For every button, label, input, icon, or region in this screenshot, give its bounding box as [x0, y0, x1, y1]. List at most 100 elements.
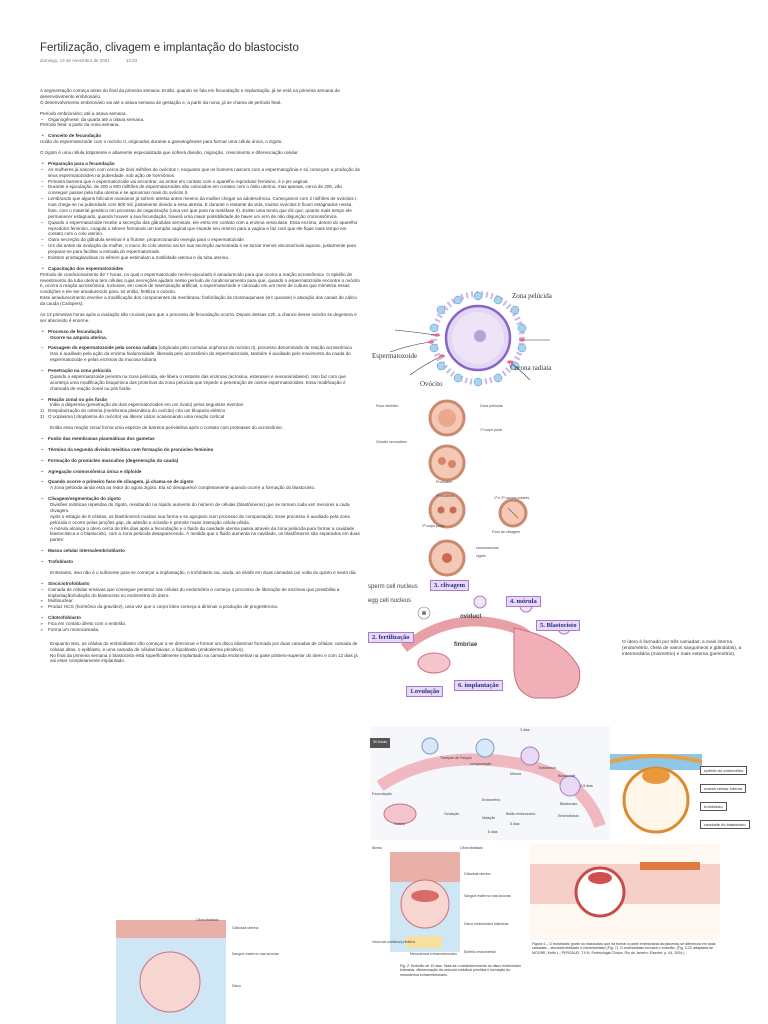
main-text-column: A segmentação começa antes do final da p… — [40, 88, 362, 664]
prep-item: Primeira barreira que o espermatozoide v… — [40, 179, 362, 185]
tag-ovulacao: 1.ovulação — [406, 686, 444, 697]
inner-cell-mass-heading: Massa celular interna/embrioblasto — [40, 548, 362, 554]
blastocyst-illustration — [610, 754, 702, 834]
embryo-10-days-illustration — [390, 852, 460, 952]
label-mesoderma: Mesoderma extraembrionário — [410, 952, 457, 956]
label-oviduct: oviduct — [460, 614, 482, 620]
syncytio-heading: Sinciciotrofoblasto — [40, 581, 362, 587]
label-corona-radiata: Corona radiata — [510, 364, 552, 372]
label-embrioblasto: Embrioblasto — [558, 814, 579, 818]
step-item: Formação do pronúcleo masculino (degener… — [40, 458, 362, 464]
fig-blastocyst-section — [610, 740, 702, 836]
final-text-1: Enquanto isso, as células do embrioblast… — [50, 640, 358, 652]
period-organogenesis: Organogênese: da quarta até a oitava sem… — [40, 117, 362, 123]
time-text: 13:23 — [125, 58, 138, 63]
capacitation-text-3: As 12 primeiras horas após a ovulação sã… — [40, 311, 357, 323]
final-text-2: No final da primeira semana o blastocist… — [50, 652, 358, 664]
label-ovocito-secundario: Ovócito secundário — [376, 440, 407, 444]
label-ovario: Ovário — [394, 822, 405, 826]
process-subheading: Ocorre na ampola uterina. — [50, 334, 107, 340]
prep-item: Um dia antes da ovulação da mulher, o mu… — [40, 243, 362, 255]
label-morula: Mórula — [510, 772, 521, 776]
penetration-text: Quando o espermatozoide penetra na zona … — [50, 373, 346, 391]
tag-morula: 4. mórula — [506, 596, 541, 607]
step-item: Término da segunda divisão meiótica com … — [40, 447, 362, 453]
zonal-text: Inibe a dispermia (penetração de dois es… — [50, 402, 245, 408]
cyto-item: Forma um monocamada. — [40, 627, 362, 633]
prep-heading: Preparação para a fecundação — [40, 161, 362, 167]
label-blastocelle: Blastocelle — [558, 774, 576, 778]
prep-item: Existem prostaglandinas no sêmen que est… — [40, 255, 362, 261]
label-espermatozoide: Espermatozoide — [372, 352, 418, 360]
process-heading: Processo de fecundação — [40, 329, 362, 335]
label-corpo-polar-2: 2º corpo polar — [422, 524, 445, 528]
passage-item: Passagem do espermatozoide pela corona r… — [40, 345, 362, 351]
tag-fertilizacao: 2. fertilização — [368, 632, 414, 643]
capacitation-text-1: Período de condicionamento de 7 horas, n… — [40, 271, 360, 295]
label-disco: Disco embrionário bilaminar — [464, 922, 509, 926]
label-ovocito: Ovócito — [420, 380, 443, 388]
oocyte-illustration — [389, 291, 550, 387]
zonal-event-2: O ooplasma (citoplasma do ovócito) vai l… — [40, 414, 362, 420]
capacitation-text-2: Esse amadurecimento envolve a modificaçã… — [40, 295, 357, 306]
step-item: Agregação cromossômica única e diploide — [40, 469, 362, 475]
label-compactacao: compactação — [470, 762, 492, 766]
penetration-heading: Penetração na zona pelúcida — [40, 368, 362, 374]
label-fecundacao: Fecundação — [372, 792, 392, 796]
label-zona-pelucida: Zona pelúcida — [512, 292, 552, 300]
embryo-bottom-illustration — [116, 920, 226, 1024]
legend-epitelio: epitélio do endométrio — [700, 766, 748, 775]
syncytio-item: Multinuclear. — [40, 598, 362, 604]
caption-fig-2: Fig. 2: Embrião de 10 dias. Nota-se o es… — [400, 964, 522, 977]
fertilization-steps — [428, 399, 528, 577]
label-citotrofoblasto-2: Citotrofoblasto — [196, 918, 220, 922]
label-egg-nucleus: egg cell nucleus — [368, 598, 412, 604]
label-sperm-nucleus: sperm cell nucleus — [368, 584, 418, 590]
syncytio-item: Produz HCG (hormônio da gravidez), uma v… — [40, 604, 362, 610]
caption-fig-4: Figura 4 – O trofoblasto (parte do blast… — [532, 942, 716, 955]
label-corpos-polares: 1º e 2º corpos polares — [494, 496, 530, 500]
label-glandula: Glândula uterina — [464, 872, 491, 876]
legend-cavidade: cavidade do blastocisto — [700, 820, 750, 829]
label-nidacao: Nidação — [482, 816, 496, 820]
label-glandula-2: Glândula uterina — [232, 926, 259, 930]
tag-blastocisto: 5. Blastocisto — [536, 620, 581, 631]
legend-trofoblasto: trofoblasto — [700, 802, 727, 811]
date-text: domingo, 14 de novembro de 2021 — [40, 58, 110, 63]
fig-blastocyst-journey: 30 horas 3 dias Trompas de Falópio compa… — [370, 726, 610, 840]
period-embryonic: Período embrionário: até a oitava semana… — [40, 110, 127, 116]
label-endometrio: Endométrio — [482, 798, 501, 802]
prep-item: As mulheres já nascem com cerca de dois … — [40, 167, 362, 179]
label-sangue: Sangue materno nas lacunas — [464, 894, 511, 898]
label-amnio: Âmnio — [372, 846, 383, 850]
label-fimbriae: fimbriae — [454, 642, 478, 648]
uterus-layers-text: O útero é formado por três camadas: a ma… — [622, 640, 742, 658]
label-vesicula: Vesícula umbilical primitiva — [372, 940, 415, 944]
cyto-heading: Citotrofoblasto — [40, 615, 362, 621]
cleavage-text-1: Divisões mitóticas repetidas do zigoto, … — [50, 502, 350, 513]
label-5-dias: 5 dias — [510, 822, 520, 826]
prep-item: Durante a ejaculação, de 200 a 600 milhõ… — [40, 184, 362, 196]
zonal-text-3: Então essa reação zonal forma uma espéci… — [50, 425, 283, 430]
label-zigoto: zigoto — [476, 554, 486, 558]
cleavage-spindle-heading: Quando ocorre o primeiro fuso de clivage… — [40, 479, 362, 485]
intro-paragraph-2: O desenvolvimento embrionário vai até a … — [40, 99, 282, 105]
label-pronucleo: Pronúcleo — [436, 480, 453, 484]
label-4-5-dias: 4-5 dias — [580, 784, 593, 788]
prep-item: Lembrando que alguns folículos ovarianos… — [40, 196, 362, 220]
label-3-dias: 3 dias — [520, 728, 530, 732]
label-ovulacao: Ovulação — [444, 812, 460, 816]
label-pronucleos: Pronúcleos — [436, 494, 454, 498]
label-botao-embrionario: Botão embrionário — [506, 812, 536, 816]
label-citotrofoblasto: Citotrofoblasto — [460, 846, 484, 850]
cleavage-text-3: A mórula alcança o útero cerca de três d… — [50, 525, 360, 543]
fig-ovulation-implantation: sperm cell nucleus egg cell nucleus ovid… — [364, 578, 610, 702]
syncytio-item: Camada de células erosivas que consegue … — [40, 587, 362, 599]
label-fuso-clivagem: Fuso de clivagem — [492, 530, 521, 534]
cleavage-text-2: Após o estágio de 9 células, os blastôme… — [50, 513, 350, 525]
cleavage-spindle-text: A zona pelúcida ainda está ao redor do a… — [50, 485, 316, 491]
page-date: domingo, 14 de novembro de 2021 13:23 — [40, 58, 137, 63]
cyto-item: Fica em contato direto com o embrião. — [40, 621, 362, 627]
zonal-heading: Reação zonal ou pós fusão — [40, 397, 362, 403]
